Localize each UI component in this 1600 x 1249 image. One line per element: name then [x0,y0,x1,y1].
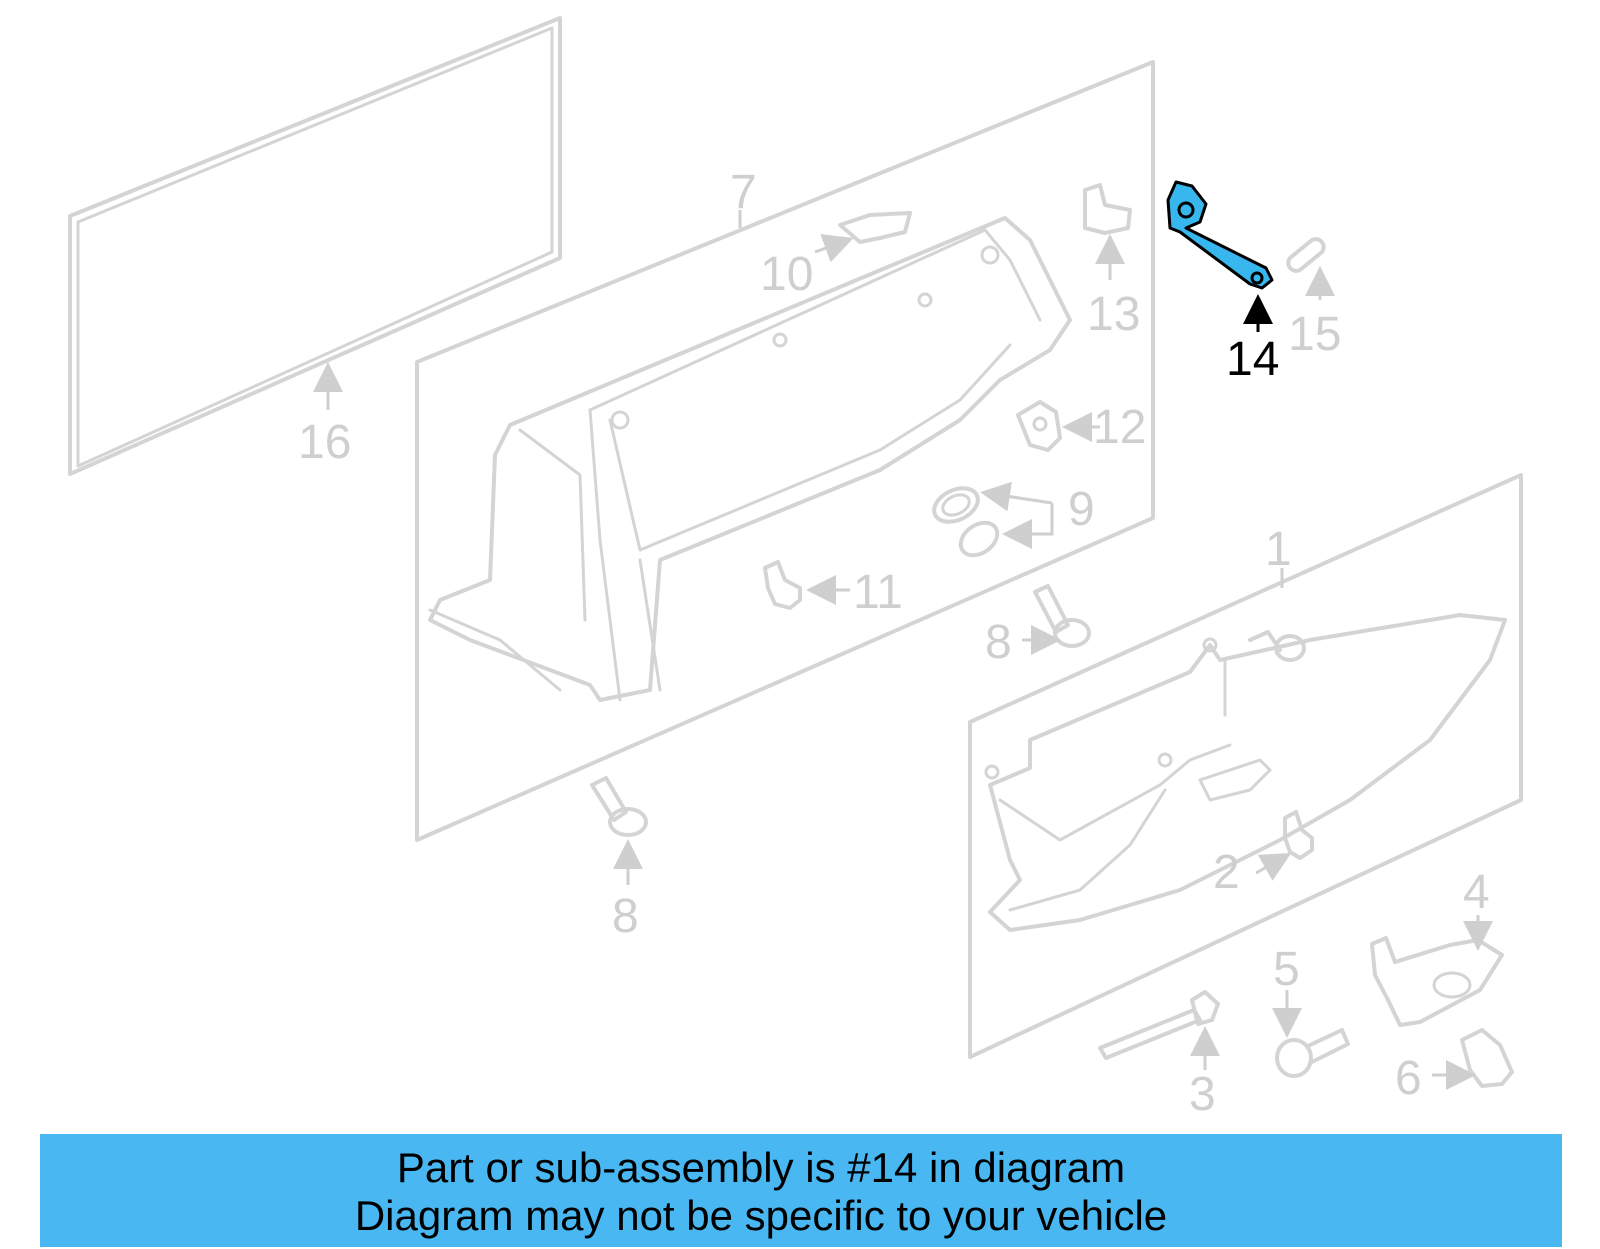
callout-10: 10 [760,248,813,301]
callout-4: 4 [1463,866,1490,919]
part-15-pin [1286,237,1335,300]
info-banner: Part or sub-assembly is #14 in diagram D… [40,1134,1562,1247]
callout-12: 12 [1093,401,1146,454]
callout-14: 14 [1226,333,1279,386]
callout-9: 9 [1068,483,1095,536]
part-14-strut-highlighted [1166,180,1274,332]
callout-5: 5 [1273,943,1300,996]
callout-16: 16 [298,416,351,469]
part-1-frame [968,473,1523,1059]
part-8-screw-lower [590,776,648,885]
callout-6: 6 [1395,1052,1422,1105]
part-5-screw [1272,990,1350,1078]
glove-box-housing [428,216,1072,702]
callout-1: 1 [1265,523,1292,576]
part-1-bumper [1248,630,1306,662]
callout-13: 13 [1087,288,1140,341]
part-11-fastener [763,560,850,610]
part-12-clip [1016,400,1100,452]
callout-3: 3 [1189,1068,1216,1121]
part-6-bumper [1432,1028,1514,1090]
part-9-rings [932,481,1054,558]
callout-2: 2 [1213,846,1240,899]
part-7-assembly-frame [415,60,1155,842]
part-10-clip [814,211,912,263]
banner-disclaimer-text: Diagram may not be specific to your vehi… [354,1192,1168,1239]
part-2-bumper [1255,810,1314,881]
callout-15: 15 [1288,308,1341,361]
banner-part-number-text: Part or sub-assembly is #14 in diagram [396,1144,1126,1191]
part-16-panel [68,16,562,476]
part-13-bracket [1083,183,1132,280]
part-4-latch [1370,915,1504,1027]
callout-11: 11 [853,566,903,619]
callout-8-upper: 8 [985,616,1012,669]
part-8-screw-upper [1022,584,1091,655]
callout-8-lower: 8 [612,890,639,943]
glove-box-door [984,613,1507,932]
part-3-bolt [1098,990,1220,1070]
callout-7: 7 [730,166,757,219]
